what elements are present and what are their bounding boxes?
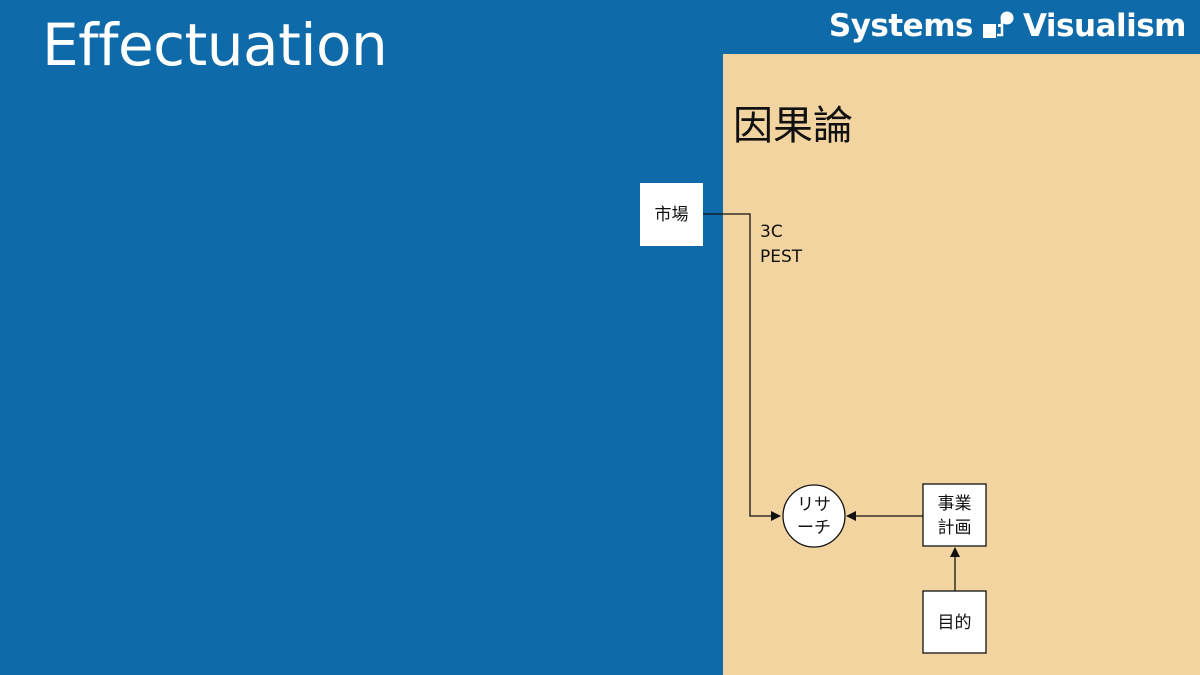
purpose-node: 目的 [922, 590, 987, 654]
market-node-label: 市場 [655, 205, 689, 225]
business-plan-label-line2: 計画 [938, 518, 972, 538]
research-node-label-line1: リサ [797, 495, 831, 515]
brand-logo: Systems Visualism [828, 6, 1187, 46]
business-plan-node: 事業 計画 [922, 483, 987, 547]
research-node-label-line2: ーチ [797, 518, 831, 538]
causation-panel [723, 54, 1200, 675]
annotation-pest: PEST [760, 247, 803, 267]
brand-word-visualism: Visualism [1022, 8, 1187, 44]
business-plan-label-line1: 事業 [938, 494, 972, 514]
brand-word-systems: Systems [828, 8, 974, 44]
market-to-research-arrow [703, 213, 781, 521]
systems-visualism-logo-icon [982, 11, 1014, 38]
annotation-3c: 3C [760, 222, 783, 242]
market-annotation: 3C PEST [760, 222, 803, 267]
slide-title: Effectuation [42, 11, 388, 79]
research-node: リサ ーチ [782, 484, 846, 548]
panel-title: 因果論 [733, 103, 853, 149]
purpose-node-label: 目的 [938, 613, 972, 633]
market-node: 市場 [640, 183, 703, 246]
